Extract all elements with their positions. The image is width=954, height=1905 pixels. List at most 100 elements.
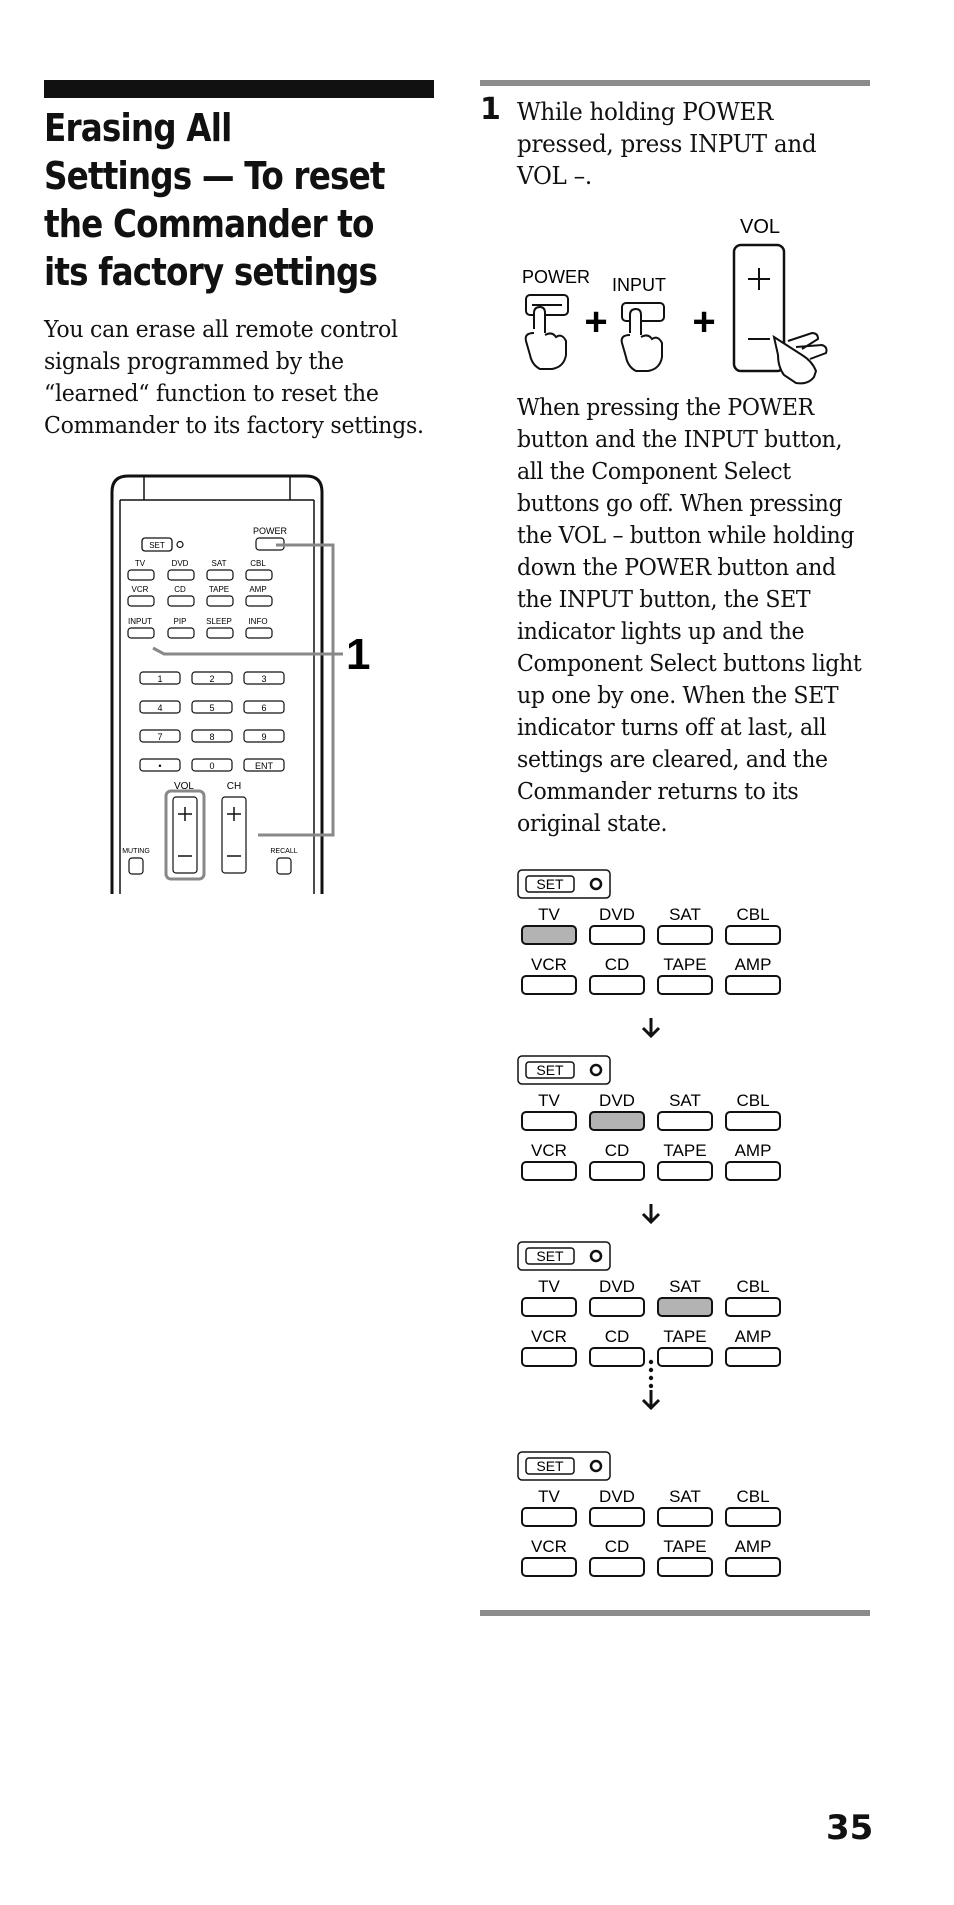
component-label: CD bbox=[605, 1327, 630, 1346]
remote-power-label: POWER bbox=[253, 526, 288, 536]
component-button bbox=[725, 925, 781, 945]
page-number: 35 bbox=[826, 1808, 874, 1848]
component-label: TV bbox=[538, 1487, 560, 1506]
button-combo-illustration: POWER + INPUT + VOL bbox=[522, 216, 828, 385]
remote-keypad-button bbox=[139, 700, 181, 714]
callout-lines bbox=[152, 543, 343, 837]
component-button bbox=[521, 1507, 577, 1527]
component-button bbox=[589, 1557, 645, 1577]
remote-keypad-button bbox=[191, 729, 233, 743]
component-button bbox=[657, 1507, 713, 1527]
remote-keypad-label: 9 bbox=[261, 732, 266, 742]
remote-keypad-label: ENT bbox=[255, 761, 274, 771]
set-panel bbox=[517, 1055, 611, 1085]
set-indicator bbox=[589, 877, 603, 891]
remote-keypad-button bbox=[191, 671, 233, 685]
component-button bbox=[725, 1161, 781, 1181]
component-label: CBL bbox=[736, 905, 769, 924]
component-button bbox=[521, 975, 577, 995]
remote-keypad-label: 6 bbox=[261, 703, 266, 713]
component-label: SAT bbox=[669, 1487, 701, 1506]
remote-muting-label: MUTING bbox=[122, 848, 150, 855]
remote-function-label: SLEEP bbox=[206, 617, 232, 626]
step-description: When pressing the POWER button and the I… bbox=[517, 395, 862, 837]
component-button-lit bbox=[521, 925, 577, 945]
remote-set-button bbox=[141, 537, 173, 552]
component-button-lit bbox=[589, 1111, 645, 1131]
remote-keypad-label: 8 bbox=[209, 732, 214, 742]
component-label: DVD bbox=[599, 1487, 635, 1506]
remote-component-button bbox=[245, 595, 273, 607]
component-button bbox=[589, 975, 645, 995]
component-button bbox=[521, 1297, 577, 1317]
component-label: DVD bbox=[599, 905, 635, 924]
component-label: TV bbox=[538, 905, 560, 924]
remote-keypad-button bbox=[191, 700, 233, 714]
remote-keypad-label: 2 bbox=[209, 674, 214, 684]
component-label: VCR bbox=[531, 955, 567, 974]
set-indicator bbox=[589, 1459, 603, 1473]
set-label: SET bbox=[536, 1062, 564, 1078]
component-label: SAT bbox=[669, 1277, 701, 1296]
component-label: TAPE bbox=[663, 1327, 706, 1346]
remote-component-label: VCR bbox=[132, 585, 149, 594]
component-light-sequence: SET TV DVD SAT CBL VCR CD TAPE AMP SET TV DVD SAT CBL… bbox=[517, 869, 781, 1577]
component-label: CD bbox=[605, 1141, 630, 1160]
remote-recall-button bbox=[276, 857, 292, 875]
component-button bbox=[657, 975, 713, 995]
remote-function-button bbox=[245, 627, 273, 639]
set-indicator bbox=[589, 1063, 603, 1077]
component-button bbox=[589, 1161, 645, 1181]
remote-component-label: AMP bbox=[249, 585, 266, 594]
component-button bbox=[725, 1557, 781, 1577]
component-button bbox=[657, 1111, 713, 1131]
remote-component-label: SAT bbox=[212, 559, 227, 568]
component-label: CBL bbox=[736, 1091, 769, 1110]
set-button bbox=[525, 1457, 575, 1475]
component-button bbox=[657, 925, 713, 945]
component-button bbox=[521, 1111, 577, 1131]
combo-plus-1: + bbox=[584, 300, 607, 344]
remote-component-label: DVD bbox=[172, 559, 189, 568]
component-button bbox=[725, 1347, 781, 1367]
component-label: AMP bbox=[735, 1141, 772, 1160]
remote-component-button bbox=[206, 569, 234, 581]
remote-keypad-button bbox=[243, 700, 285, 714]
remote-keypad-label: 7 bbox=[157, 732, 162, 742]
component-button-lit bbox=[657, 1297, 713, 1317]
component-button bbox=[725, 1111, 781, 1131]
component-label: VCR bbox=[531, 1141, 567, 1160]
set-button bbox=[525, 875, 575, 893]
sequence-arrow-icon bbox=[641, 1204, 661, 1225]
combo-power-button bbox=[525, 294, 569, 316]
set-panel bbox=[517, 1451, 611, 1481]
component-button bbox=[589, 1507, 645, 1527]
remote-component-button bbox=[127, 595, 155, 607]
component-label: SAT bbox=[669, 1091, 701, 1110]
component-button bbox=[521, 1347, 577, 1367]
component-label: VCR bbox=[531, 1537, 567, 1556]
step-text: While holding POWER pressed, press INPUT… bbox=[517, 98, 817, 190]
component-label: TV bbox=[538, 1091, 560, 1110]
component-button bbox=[725, 1297, 781, 1317]
remote-component-button bbox=[206, 595, 234, 607]
component-button bbox=[521, 1557, 577, 1577]
component-label: TAPE bbox=[663, 1537, 706, 1556]
component-button bbox=[657, 1347, 713, 1367]
set-indicator bbox=[589, 1249, 603, 1263]
component-button bbox=[725, 975, 781, 995]
combo-input-hand-icon bbox=[620, 307, 663, 372]
component-label: DVD bbox=[599, 1277, 635, 1296]
remote-keypad-button bbox=[139, 671, 181, 685]
remote-keypad-button bbox=[243, 758, 285, 772]
remote-keypad-label: 5 bbox=[209, 703, 214, 713]
set-label: SET bbox=[536, 1248, 564, 1264]
remote-keypad-label: 0 bbox=[209, 761, 214, 771]
remote-component-button bbox=[167, 569, 195, 581]
remote-component-button bbox=[127, 569, 155, 581]
component-button bbox=[657, 1161, 713, 1181]
set-label: SET bbox=[536, 1458, 564, 1474]
